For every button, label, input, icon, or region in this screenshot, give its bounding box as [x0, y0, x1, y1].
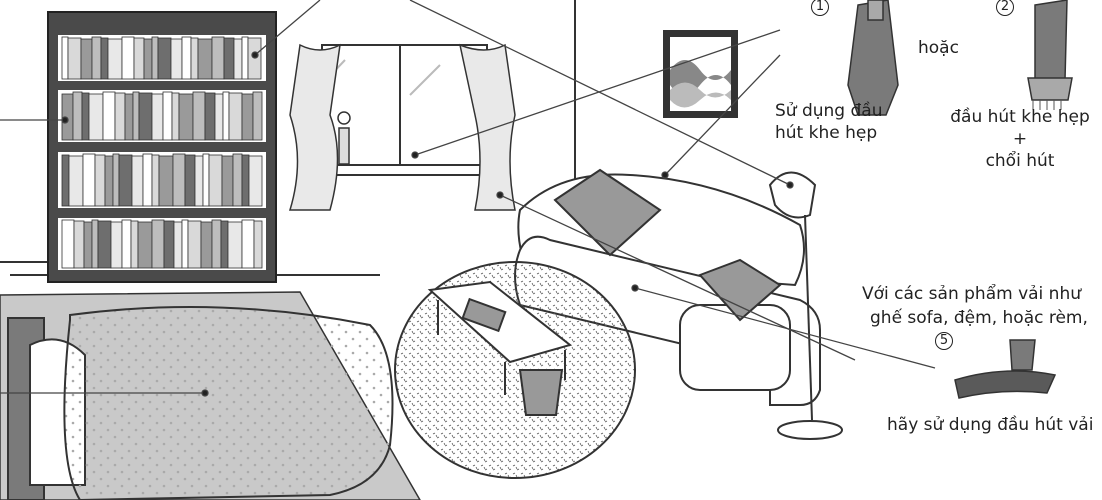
book-spine: [163, 92, 172, 140]
book-spine: [95, 155, 105, 206]
book-spine: [209, 155, 222, 206]
book-spine: [103, 92, 115, 140]
book-spine: [89, 94, 103, 140]
book-spine: [185, 155, 195, 206]
book-spine: [182, 220, 188, 268]
book-spine: [122, 37, 134, 79]
book-spine: [101, 38, 108, 79]
book-spine: [191, 38, 198, 79]
book-spine: [212, 37, 224, 79]
book-spine: [201, 222, 212, 268]
book-spine: [254, 221, 262, 268]
book-spine: [152, 220, 164, 268]
book-spine: [152, 155, 159, 206]
book-spine: [253, 92, 262, 140]
bookshelf: [48, 12, 276, 282]
book-spine: [98, 221, 111, 268]
fabric-nozzle-tool: [955, 340, 1055, 398]
book-spine: [215, 94, 223, 140]
waste-bin: [520, 370, 562, 415]
book-spine: [173, 154, 185, 206]
fabric-text-line-1: Với các sản phẩm vải như: [862, 283, 1081, 305]
book-spine: [111, 222, 122, 268]
book-spine: [139, 93, 152, 140]
crevice-nozzle-tool: [848, 0, 898, 115]
book-spine: [138, 222, 152, 268]
book-spine: [92, 37, 101, 79]
book-spine: [144, 39, 152, 79]
book-spine: [113, 154, 119, 206]
book-spine: [69, 156, 83, 206]
book-spine: [125, 94, 133, 140]
fabric-text-line-2: ghế sofa, đệm, hoặc rèm,: [870, 307, 1088, 329]
book-spine: [195, 156, 203, 206]
book-spine: [68, 38, 81, 79]
callout-number-5: 5: [935, 332, 953, 350]
brush-label: đầu hút khe hẹp + chổi hút: [945, 106, 1095, 172]
window: [290, 45, 515, 210]
book-spine: [242, 220, 254, 268]
book-spine: [229, 93, 242, 140]
book-spine: [224, 38, 234, 79]
book-spine: [171, 39, 182, 79]
book-spine: [92, 220, 98, 268]
book-spine: [133, 92, 139, 140]
book-spine: [234, 39, 242, 79]
book-spine: [249, 156, 262, 206]
book-spine: [84, 222, 92, 268]
book-spine: [143, 154, 152, 206]
book-spine: [81, 39, 92, 79]
book-spine: [108, 39, 122, 79]
book-spine: [122, 220, 131, 268]
book-spine: [158, 38, 171, 79]
book-spine: [159, 156, 173, 206]
book-spine: [223, 92, 229, 140]
book-spine: [131, 221, 138, 268]
book-spine: [74, 221, 84, 268]
book-spine: [115, 93, 125, 140]
book-spine: [228, 222, 242, 268]
book-spine: [119, 155, 132, 206]
book-spine: [152, 37, 158, 79]
book-spine: [62, 220, 74, 268]
crevice-label: Sử dụng đầu hút khe hẹp: [775, 100, 883, 144]
book-spine: [233, 154, 242, 206]
book-spine: [242, 37, 248, 79]
rug: [395, 262, 635, 478]
wall-picture: [663, 30, 738, 118]
book-spine: [73, 92, 82, 140]
book-spine: [188, 221, 201, 268]
book-spine: [152, 94, 163, 140]
book-spine: [193, 92, 205, 140]
book-spine: [164, 221, 174, 268]
fabric-label: hãy sử dụng đầu hút vải: [887, 414, 1093, 436]
book-spine: [179, 94, 193, 140]
crevice-brush-tool: [1028, 0, 1072, 110]
book-spine: [62, 37, 68, 79]
or-text: hoặc: [918, 37, 959, 59]
book-spine: [172, 93, 179, 140]
book-spine: [242, 94, 253, 140]
book-spine: [62, 155, 69, 206]
book-spine: [105, 156, 113, 206]
book-spine: [82, 93, 89, 140]
book-spine: [242, 155, 249, 206]
book-spine: [221, 221, 228, 268]
book-spine: [212, 220, 221, 268]
book-spine: [198, 39, 212, 79]
book-spine: [203, 154, 209, 206]
book-spine: [83, 154, 95, 206]
book-spine: [205, 93, 215, 140]
book-spine: [182, 37, 191, 79]
book-spine: [134, 38, 144, 79]
book-spine: [132, 156, 143, 206]
book-spine: [222, 156, 233, 206]
book-spine: [174, 222, 182, 268]
